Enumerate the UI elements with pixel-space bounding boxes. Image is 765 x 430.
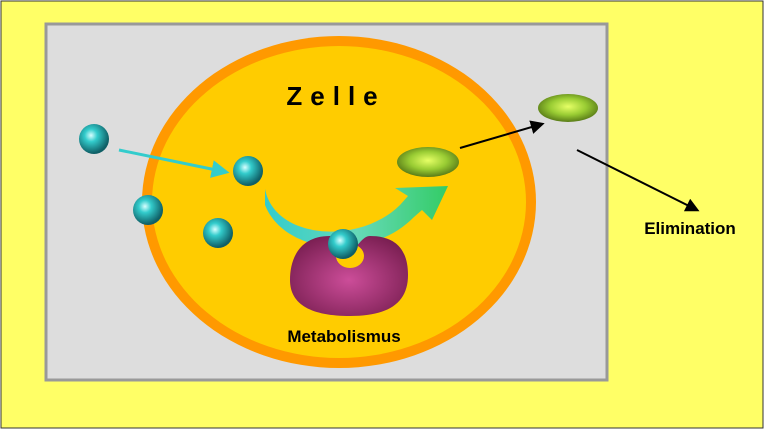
green-ellipse-icon <box>538 94 598 122</box>
elimination-label: Elimination <box>644 219 736 238</box>
teal-sphere-icon <box>79 124 109 154</box>
teal-sphere-icon <box>328 229 358 259</box>
metabolism-label: Metabolismus <box>287 327 400 346</box>
green-ellipse-icon <box>397 147 459 177</box>
cell-cytoplasm <box>152 46 526 358</box>
teal-sphere-icon <box>203 218 233 248</box>
conversion-curve-arrow <box>265 186 448 247</box>
teal-sphere-icon <box>133 195 163 225</box>
cell-label: Zelle <box>286 81 385 111</box>
efflux-arrow <box>459 120 545 149</box>
elimination-arrow <box>576 149 700 212</box>
teal-sphere-icon <box>233 156 263 186</box>
uptake-arrow <box>118 148 230 178</box>
enzyme-blob-icon <box>290 236 408 316</box>
